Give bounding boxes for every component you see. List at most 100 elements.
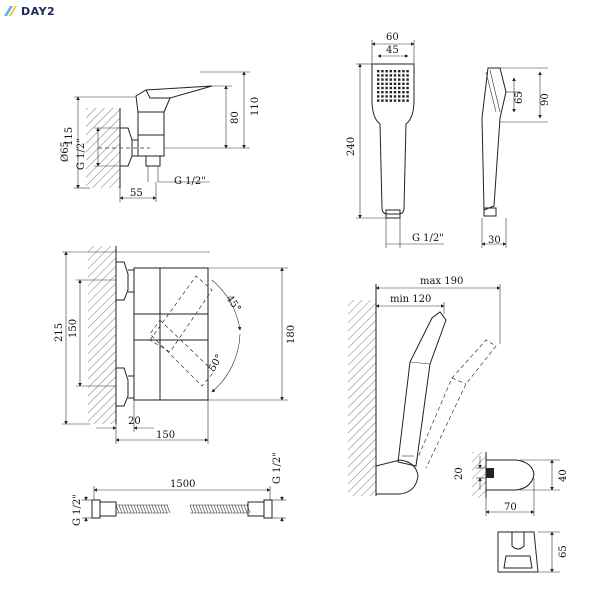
hose-coil-segment bbox=[237, 504, 242, 514]
dim-hs-45: 45 bbox=[386, 45, 399, 56]
dim-hs-thread: G 1/2" bbox=[412, 233, 444, 244]
hose-coil-segment bbox=[198, 504, 203, 514]
dim-hose-thread-right: G 1/2" bbox=[272, 452, 283, 484]
dim-side-55: 55 bbox=[130, 188, 143, 199]
spray-nozzle bbox=[381, 82, 384, 85]
spray-nozzle bbox=[389, 82, 392, 85]
hose-coil-segment bbox=[154, 504, 159, 514]
spray-nozzle bbox=[381, 74, 384, 77]
brand-logo: DAY2 bbox=[2, 4, 55, 18]
spray-nozzle bbox=[402, 70, 405, 73]
spray-nozzle bbox=[381, 91, 384, 94]
hose-coil-segment bbox=[118, 504, 123, 514]
hose-coil-segment bbox=[163, 504, 168, 514]
spray-nozzle bbox=[398, 78, 401, 81]
hose-coil-segment bbox=[121, 504, 126, 514]
hose-coil-segment bbox=[195, 504, 200, 514]
hose-coil-segment bbox=[222, 504, 227, 514]
wall-bracket-front-view: 65 bbox=[497, 531, 569, 573]
hose-coil-segment bbox=[136, 504, 141, 514]
dim-hs-60: 60 bbox=[386, 32, 399, 43]
spray-nozzle bbox=[406, 99, 409, 102]
spray-nozzle bbox=[393, 78, 397, 81]
spray-nozzle bbox=[385, 78, 388, 81]
spray-nozzle bbox=[398, 91, 401, 94]
hose-coil-segment bbox=[243, 504, 248, 514]
hose-coil-segment bbox=[231, 504, 236, 514]
spray-nozzle bbox=[402, 82, 405, 85]
hose-coil-segment bbox=[160, 504, 165, 514]
dim-side-80: 80 bbox=[230, 111, 241, 124]
spray-nozzle bbox=[389, 78, 392, 81]
spray-nozzle bbox=[385, 70, 388, 73]
spray-nozzle bbox=[398, 82, 401, 85]
dim-side-d65: Ø65 bbox=[60, 141, 71, 162]
hose-coil-segment bbox=[225, 504, 230, 514]
dim-front-20: 20 bbox=[128, 416, 141, 427]
holder-assembly-view: max 190 min 120 bbox=[348, 276, 501, 496]
dim-hose-thread-left: G 1/2" bbox=[72, 494, 83, 526]
spray-nozzle bbox=[377, 99, 380, 102]
spray-nozzle bbox=[398, 86, 401, 90]
spray-nozzle bbox=[385, 74, 388, 77]
spray-nozzle bbox=[398, 74, 401, 77]
spray-nozzle bbox=[393, 70, 397, 73]
spray-nozzle bbox=[389, 95, 392, 98]
shower-hose-view: 1500 G 1/2" G 1/2" bbox=[72, 452, 286, 526]
spray-nozzle bbox=[389, 91, 392, 94]
dim-bracket-70: 70 bbox=[504, 502, 517, 513]
spray-nozzle bbox=[381, 95, 384, 98]
spray-nozzle bbox=[393, 74, 397, 77]
spray-nozzle bbox=[393, 95, 397, 98]
spray-nozzle bbox=[402, 78, 405, 81]
spray-nozzle bbox=[393, 91, 397, 94]
hose-coil-segment bbox=[166, 504, 171, 514]
hose-coil-segment bbox=[207, 504, 212, 514]
mixer-front-view: 215 150 180 20 150 45° 50° bbox=[54, 246, 297, 444]
dim-holder-min: min 120 bbox=[390, 294, 431, 305]
spray-nozzle bbox=[381, 86, 384, 90]
dim-hs-240: 240 bbox=[346, 137, 357, 156]
hose-coil-segment bbox=[139, 504, 144, 514]
dim-front-180: 180 bbox=[286, 325, 297, 344]
spray-nozzle bbox=[381, 99, 384, 102]
dim-holder-max: max 190 bbox=[420, 276, 463, 287]
spray-nozzle bbox=[406, 74, 409, 77]
spray-nozzle bbox=[406, 91, 409, 94]
hose-coil-segment bbox=[151, 504, 156, 514]
dim-front-angle45: 45° bbox=[224, 293, 243, 314]
spray-nozzle bbox=[389, 86, 392, 90]
hose-coil-segment bbox=[192, 504, 197, 514]
spray-nozzle bbox=[398, 95, 401, 98]
dim-hose-length: 1500 bbox=[170, 479, 195, 490]
hose-coil-segment bbox=[130, 504, 135, 514]
dim-front-215: 215 bbox=[54, 323, 65, 342]
spray-nozzle bbox=[402, 95, 405, 98]
hose-coil-segment bbox=[124, 504, 129, 514]
spray-nozzle bbox=[381, 70, 384, 73]
dim-side-110: 110 bbox=[250, 97, 261, 116]
spray-nozzle bbox=[406, 78, 409, 81]
spray-nozzle-grid bbox=[377, 70, 409, 102]
spray-nozzle bbox=[398, 70, 401, 73]
dim-side-thread2: G 1/2" bbox=[174, 176, 206, 187]
dim-front-angle50: 50° bbox=[207, 353, 225, 374]
spray-nozzle bbox=[406, 82, 409, 85]
hose-coil-segment bbox=[115, 504, 120, 514]
spray-nozzle bbox=[377, 78, 380, 81]
hose-coil-segment bbox=[204, 504, 209, 514]
spray-nozzle bbox=[393, 82, 397, 85]
spray-nozzle bbox=[385, 91, 388, 94]
brand-name: DAY2 bbox=[21, 4, 56, 18]
hose-coil-segment bbox=[201, 504, 206, 514]
spray-nozzle bbox=[402, 91, 405, 94]
wall-bracket-side-view: 20 40 70 bbox=[454, 452, 569, 516]
dim-front-150v: 150 bbox=[68, 319, 79, 338]
spray-nozzle bbox=[398, 99, 401, 102]
hand-shower-front-view: 60 45 240 G 1/2" bbox=[346, 32, 444, 248]
spray-nozzle bbox=[389, 99, 392, 102]
spray-nozzle bbox=[377, 91, 380, 94]
spray-nozzle bbox=[402, 86, 405, 90]
hose-coil-segment bbox=[234, 504, 239, 514]
